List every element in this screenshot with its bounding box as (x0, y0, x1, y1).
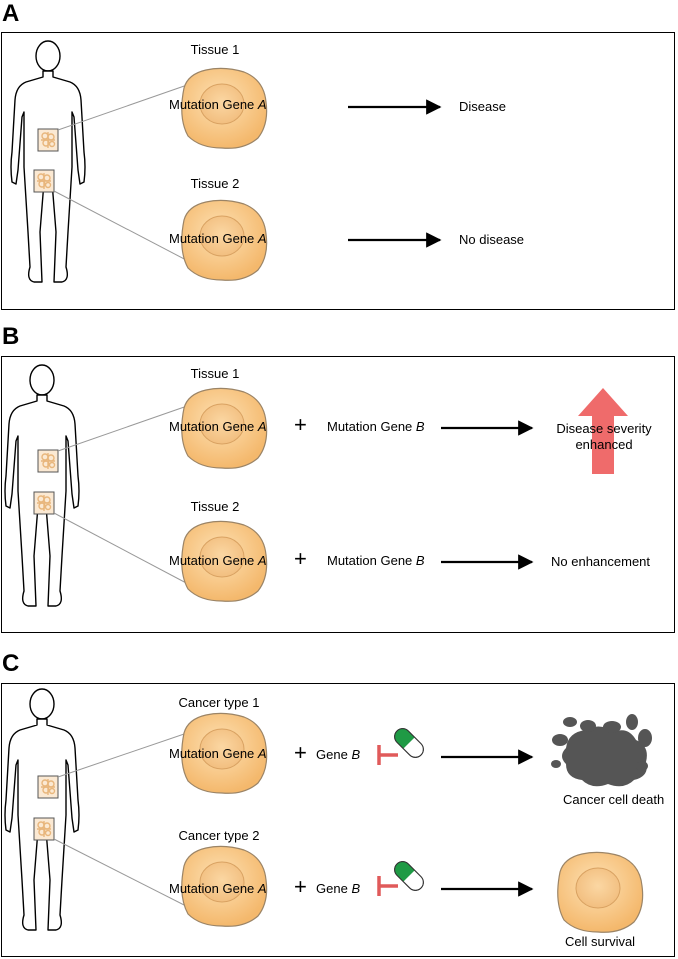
outcome-label: No disease (459, 232, 524, 247)
pill-icon (394, 728, 424, 758)
plus-sign: + (294, 412, 307, 437)
human-figure-icon (4, 688, 80, 931)
row-title: Cancer type 1 (179, 695, 260, 710)
connector-line (53, 190, 191, 263)
cell-label: Mutation Gene A (169, 97, 267, 112)
outcome-label-line1: Disease severity (556, 421, 652, 436)
red-up-arrow-icon (578, 388, 628, 474)
row-title: Tissue 2 (191, 176, 240, 191)
panel-b-frame (1, 356, 675, 633)
outcome-label: Cell survival (565, 934, 635, 949)
cell-label: Mutation Gene A (169, 881, 267, 896)
plus-sign: + (294, 874, 307, 899)
dead-cell-icon (551, 714, 652, 787)
outcome-label: Disease (459, 99, 506, 114)
inhibitor-icon (377, 745, 398, 765)
pill-icon (394, 861, 424, 891)
panel-a-frame (1, 32, 675, 310)
outcome-label: Cancer cell death (563, 792, 664, 807)
second-mutation-label: Mutation Gene B (327, 419, 425, 434)
tissue-box-icon (33, 817, 55, 841)
tissue-box-icon (37, 775, 59, 799)
panel-c: Cancer type 1 Mutation Gene A + Gene B C… (4, 688, 664, 949)
cell-label: Mutation Gene A (169, 419, 267, 434)
human-figure-icon (10, 40, 86, 283)
outcome-label: No enhancement (551, 554, 650, 569)
panel-letter-b: B (2, 323, 20, 350)
connector-line (57, 404, 191, 452)
row-title: Tissue 1 (191, 366, 240, 381)
row-title: Cancer type 2 (179, 828, 260, 843)
gene-b-label: Gene B (316, 881, 360, 896)
tissue-box-icon (33, 169, 55, 193)
cell-label: Mutation Gene A (169, 553, 267, 568)
connector-line (53, 512, 191, 586)
plus-sign: + (294, 546, 307, 571)
cell-label: Mutation Gene A (169, 746, 267, 761)
plus-sign: + (294, 740, 307, 765)
tissue-box-icon (33, 491, 55, 515)
cell-label: Mutation Gene A (169, 231, 267, 246)
inhibitor-icon (377, 876, 398, 896)
row-title: Tissue 1 (191, 42, 240, 57)
tissue-box-icon (37, 449, 59, 473)
cell-icon (557, 851, 644, 933)
connector-line (53, 838, 191, 909)
second-mutation-label: Mutation Gene B (327, 553, 425, 568)
tissue-box-icon (37, 128, 59, 152)
connector-line (57, 83, 191, 131)
connector-line (57, 731, 191, 778)
panel-b: Tissue 1 Mutation Gene A + Mutation Gene… (4, 364, 652, 607)
gene-b-label: Gene B (316, 747, 360, 762)
outcome-label-line2: enhanced (575, 437, 632, 452)
row-title: Tissue 2 (191, 499, 240, 514)
panel-letter-c: C (2, 650, 20, 677)
panel-a: Tissue 1 Mutation Gene A Disease Tissue … (10, 40, 524, 283)
panel-c-frame (1, 683, 675, 957)
human-figure-icon (4, 364, 80, 607)
panel-letter-a: A (2, 0, 20, 27)
